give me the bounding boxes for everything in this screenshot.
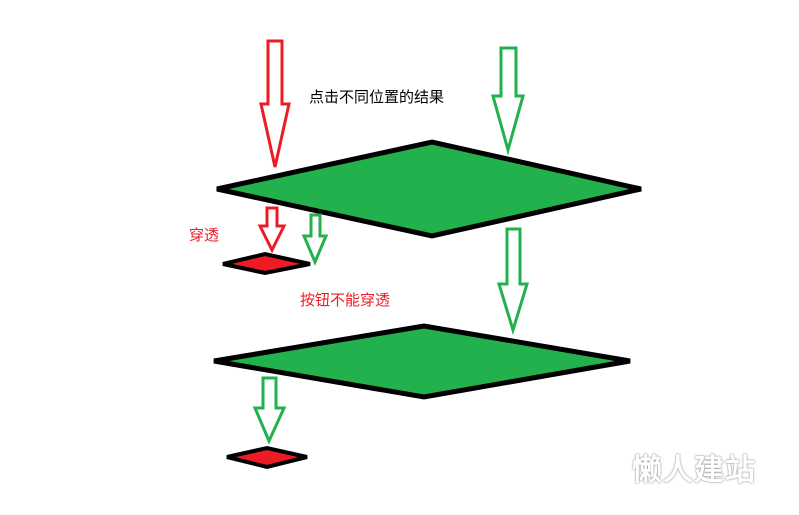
no-penetrate-label: 按钮不能穿透 — [300, 291, 391, 309]
watermark-logo-text: 懒人建站 — [632, 453, 756, 488]
title-label: 点击不同位置的结果 — [309, 88, 445, 106]
red-arrow-top — [259, 39, 291, 168]
bottom-green-layer — [213, 323, 631, 400]
penetrate-label: 穿透 — [189, 226, 220, 244]
small-red-element-lower — [226, 445, 308, 470]
red-arrow-penetrate — [257, 206, 287, 254]
small-red-element-upper — [222, 251, 311, 276]
green-arrow-bottom — [252, 376, 287, 445]
green-arrow-top — [491, 46, 525, 156]
green-arrow-penetrate — [301, 213, 329, 266]
green-arrow-middle — [496, 227, 530, 336]
top-green-layer — [216, 139, 642, 239]
